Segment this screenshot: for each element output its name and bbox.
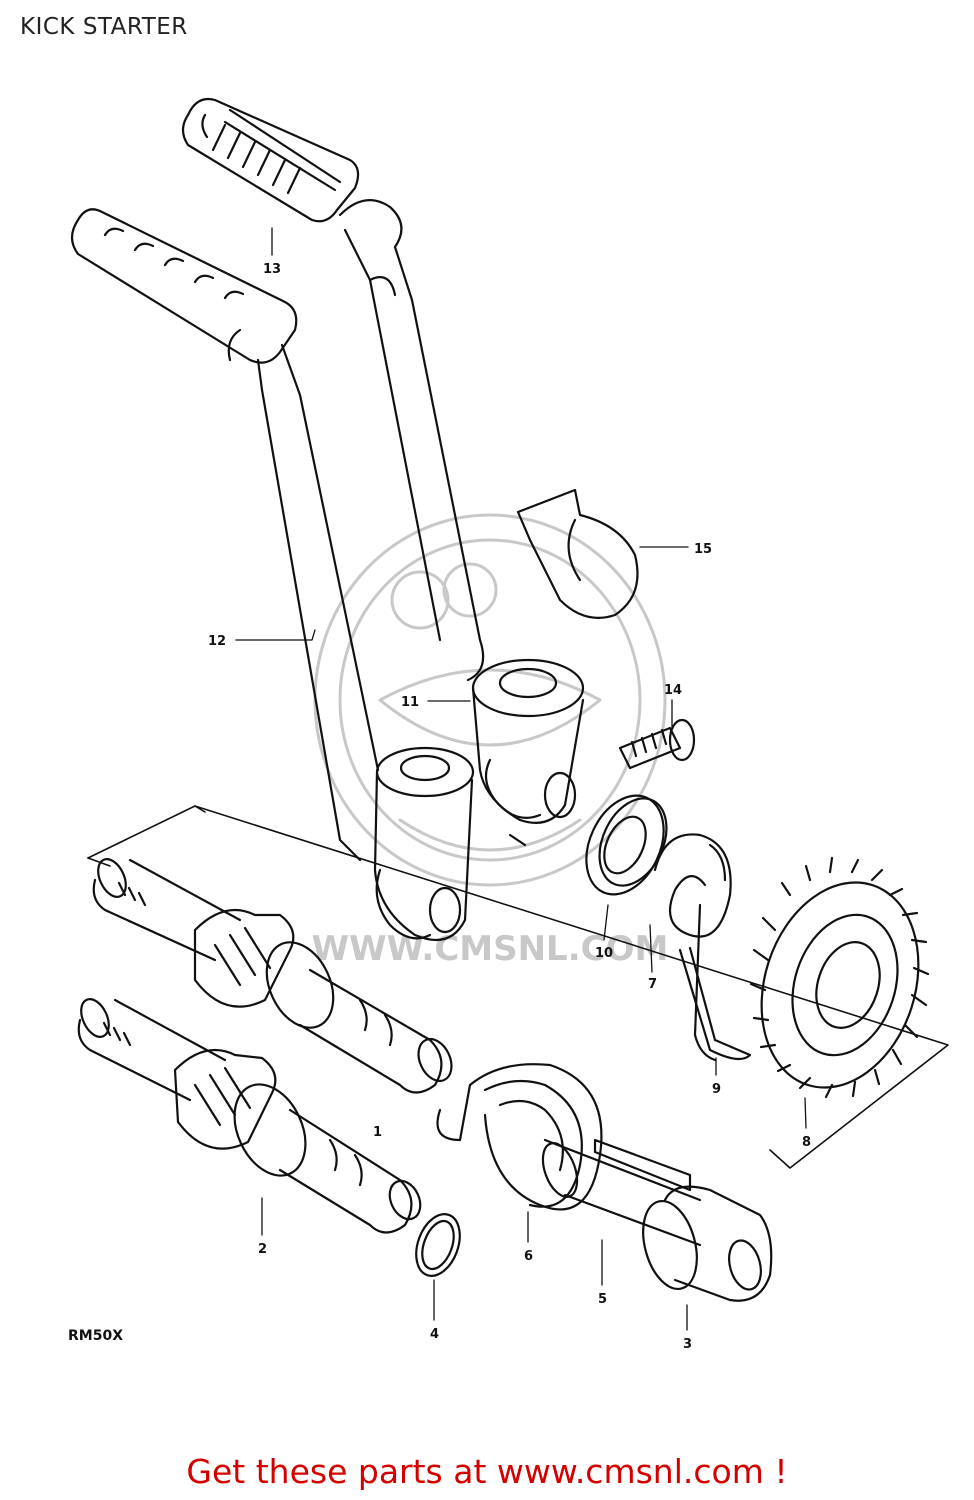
callout-2: 2	[258, 1242, 267, 1257]
leader-lines	[235, 227, 807, 1331]
bushing-3	[642, 1185, 773, 1302]
return-spring-7	[653, 833, 732, 1062]
callout-14: 14	[664, 683, 682, 698]
callout-12: 12	[208, 634, 226, 649]
page-title: KICK STARTER	[20, 14, 188, 40]
kick-gear-8	[749, 856, 930, 1099]
callout-3: 3	[683, 1337, 692, 1352]
callout-5: 5	[598, 1292, 607, 1307]
oil-seal-10	[585, 794, 668, 896]
kick-lever-boss-12	[373, 746, 475, 942]
callout-10: 10	[595, 946, 613, 961]
callout-11: 11	[401, 695, 419, 710]
kick-lever-grip-13	[181, 97, 485, 682]
kick-lever-cap-15	[516, 488, 639, 619]
callout-labels: 13 12 11 15 14 10 7 9 8 1 2 6 5 4 3	[208, 262, 811, 1352]
starter-shaft-1	[92, 858, 453, 1094]
watermark: WWW.CMSNL.COM	[312, 513, 669, 969]
callout-9: 9	[712, 1082, 721, 1097]
callout-13: 13	[263, 262, 281, 277]
model-code: RM50X	[68, 1328, 123, 1344]
callout-8: 8	[802, 1135, 811, 1150]
callout-1: 1	[373, 1125, 382, 1140]
callout-15: 15	[694, 542, 712, 557]
assembly-outline	[87, 805, 949, 1169]
kick-lever-boss-11	[471, 658, 585, 847]
kick-lever-12	[70, 208, 380, 862]
watermark-text: WWW.CMSNL.COM	[312, 929, 669, 969]
kick-lever-bolt-14	[618, 718, 696, 770]
starter-shaft-2	[77, 998, 422, 1234]
circlip-4	[415, 1213, 461, 1277]
buy-parts-link[interactable]: Get these parts at www.cmsnl.com !	[186, 1452, 788, 1491]
kick-spring-6	[436, 1063, 603, 1211]
spring-guide-9	[678, 946, 752, 1061]
spring-guide-sleeve-5	[541, 1138, 702, 1247]
callout-7: 7	[648, 977, 657, 992]
callout-6: 6	[524, 1249, 533, 1264]
callout-4: 4	[430, 1327, 439, 1342]
